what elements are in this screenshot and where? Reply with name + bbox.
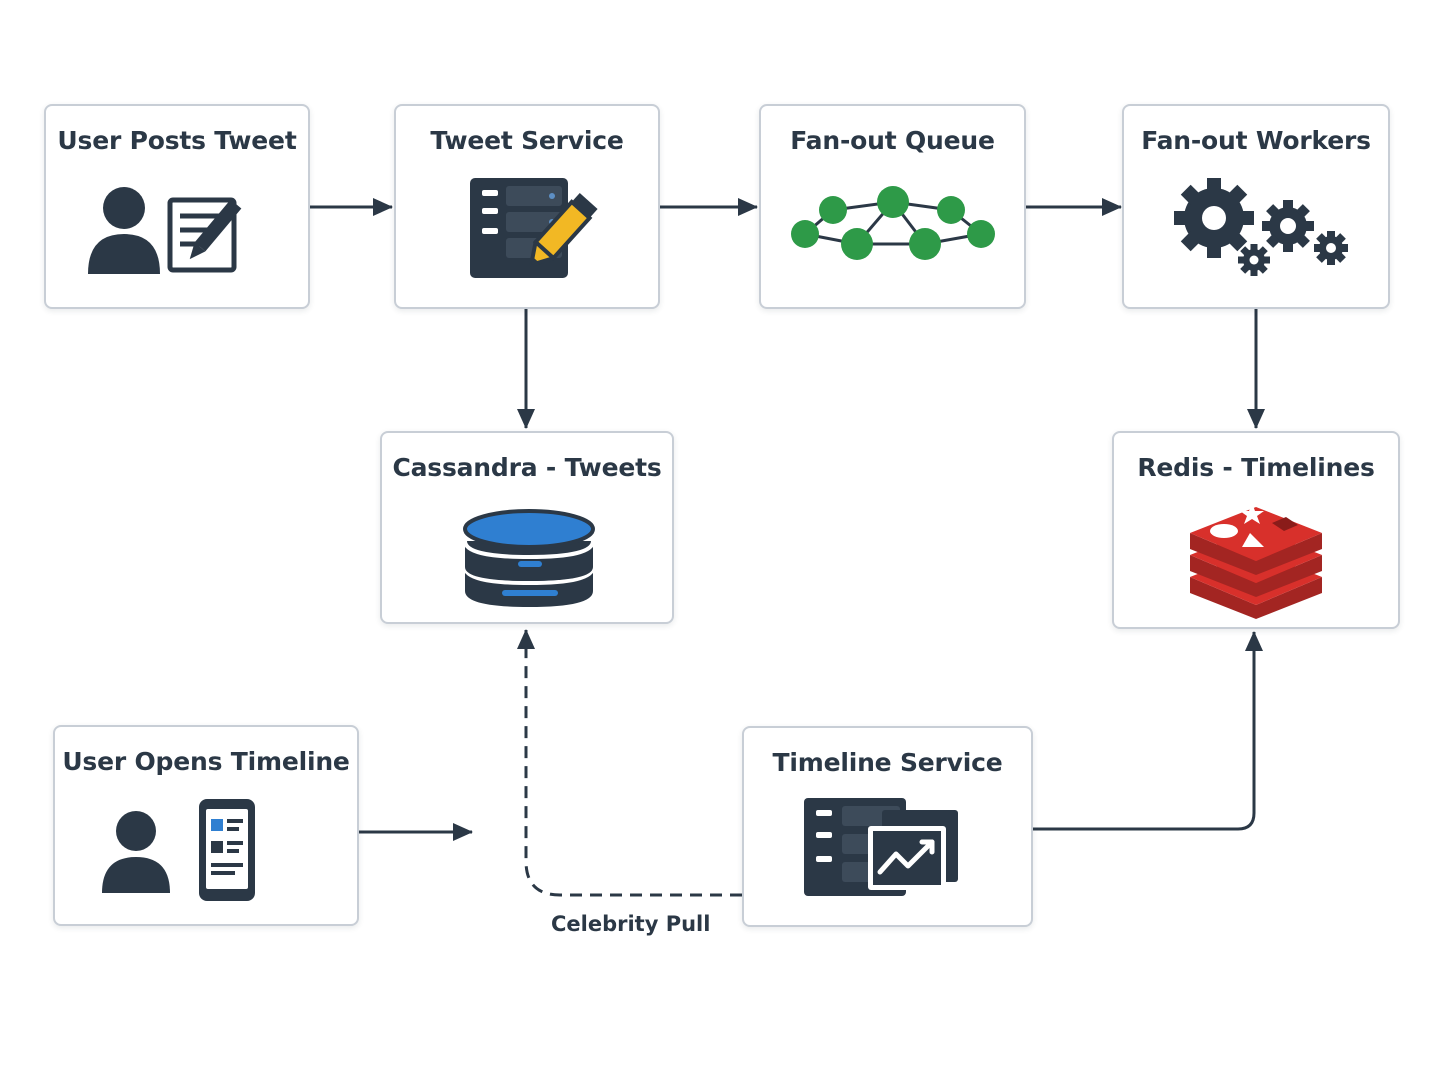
node-redis-timelines[interactable]: Redis - Timelines — [1112, 431, 1400, 629]
node-title: Timeline Service — [772, 748, 1003, 777]
node-title: User Opens Timeline — [62, 747, 350, 776]
node-user-posts-tweet[interactable]: User Posts Tweet — [44, 104, 310, 309]
edge-label-celebrity-pull: Celebrity Pull — [551, 912, 711, 936]
redis-stack-icon — [1190, 503, 1322, 619]
node-fanout-queue[interactable]: Fan-out Queue — [759, 104, 1026, 309]
node-tweet-service[interactable]: Tweet Service — [394, 104, 660, 309]
node-timeline-service[interactable]: Timeline Service — [742, 726, 1033, 927]
gears-icon — [1174, 178, 1348, 276]
node-title: User Posts Tweet — [57, 126, 297, 155]
server-chart-icon — [804, 798, 958, 896]
database-icon — [463, 509, 595, 607]
node-user-opens-timeline[interactable]: User Opens Timeline — [53, 725, 359, 926]
queue-nodes-icon — [791, 186, 995, 260]
node-title: Redis - Timelines — [1137, 453, 1375, 482]
node-fanout-workers[interactable]: Fan-out Workers — [1122, 104, 1390, 309]
edge-timeline-service-to-redis — [1033, 631, 1263, 831]
user-compose-icon — [88, 187, 242, 274]
server-pencil-icon — [470, 178, 598, 278]
edge-celebrity-pull — [517, 629, 742, 897]
node-title: Fan-out Queue — [790, 126, 995, 155]
node-title: Cassandra - Tweets — [392, 453, 662, 482]
node-title: Tweet Service — [430, 126, 624, 155]
user-phone-icon — [102, 799, 255, 901]
node-cassandra-tweets[interactable]: Cassandra - Tweets — [380, 431, 674, 624]
node-title: Fan-out Workers — [1141, 126, 1371, 155]
